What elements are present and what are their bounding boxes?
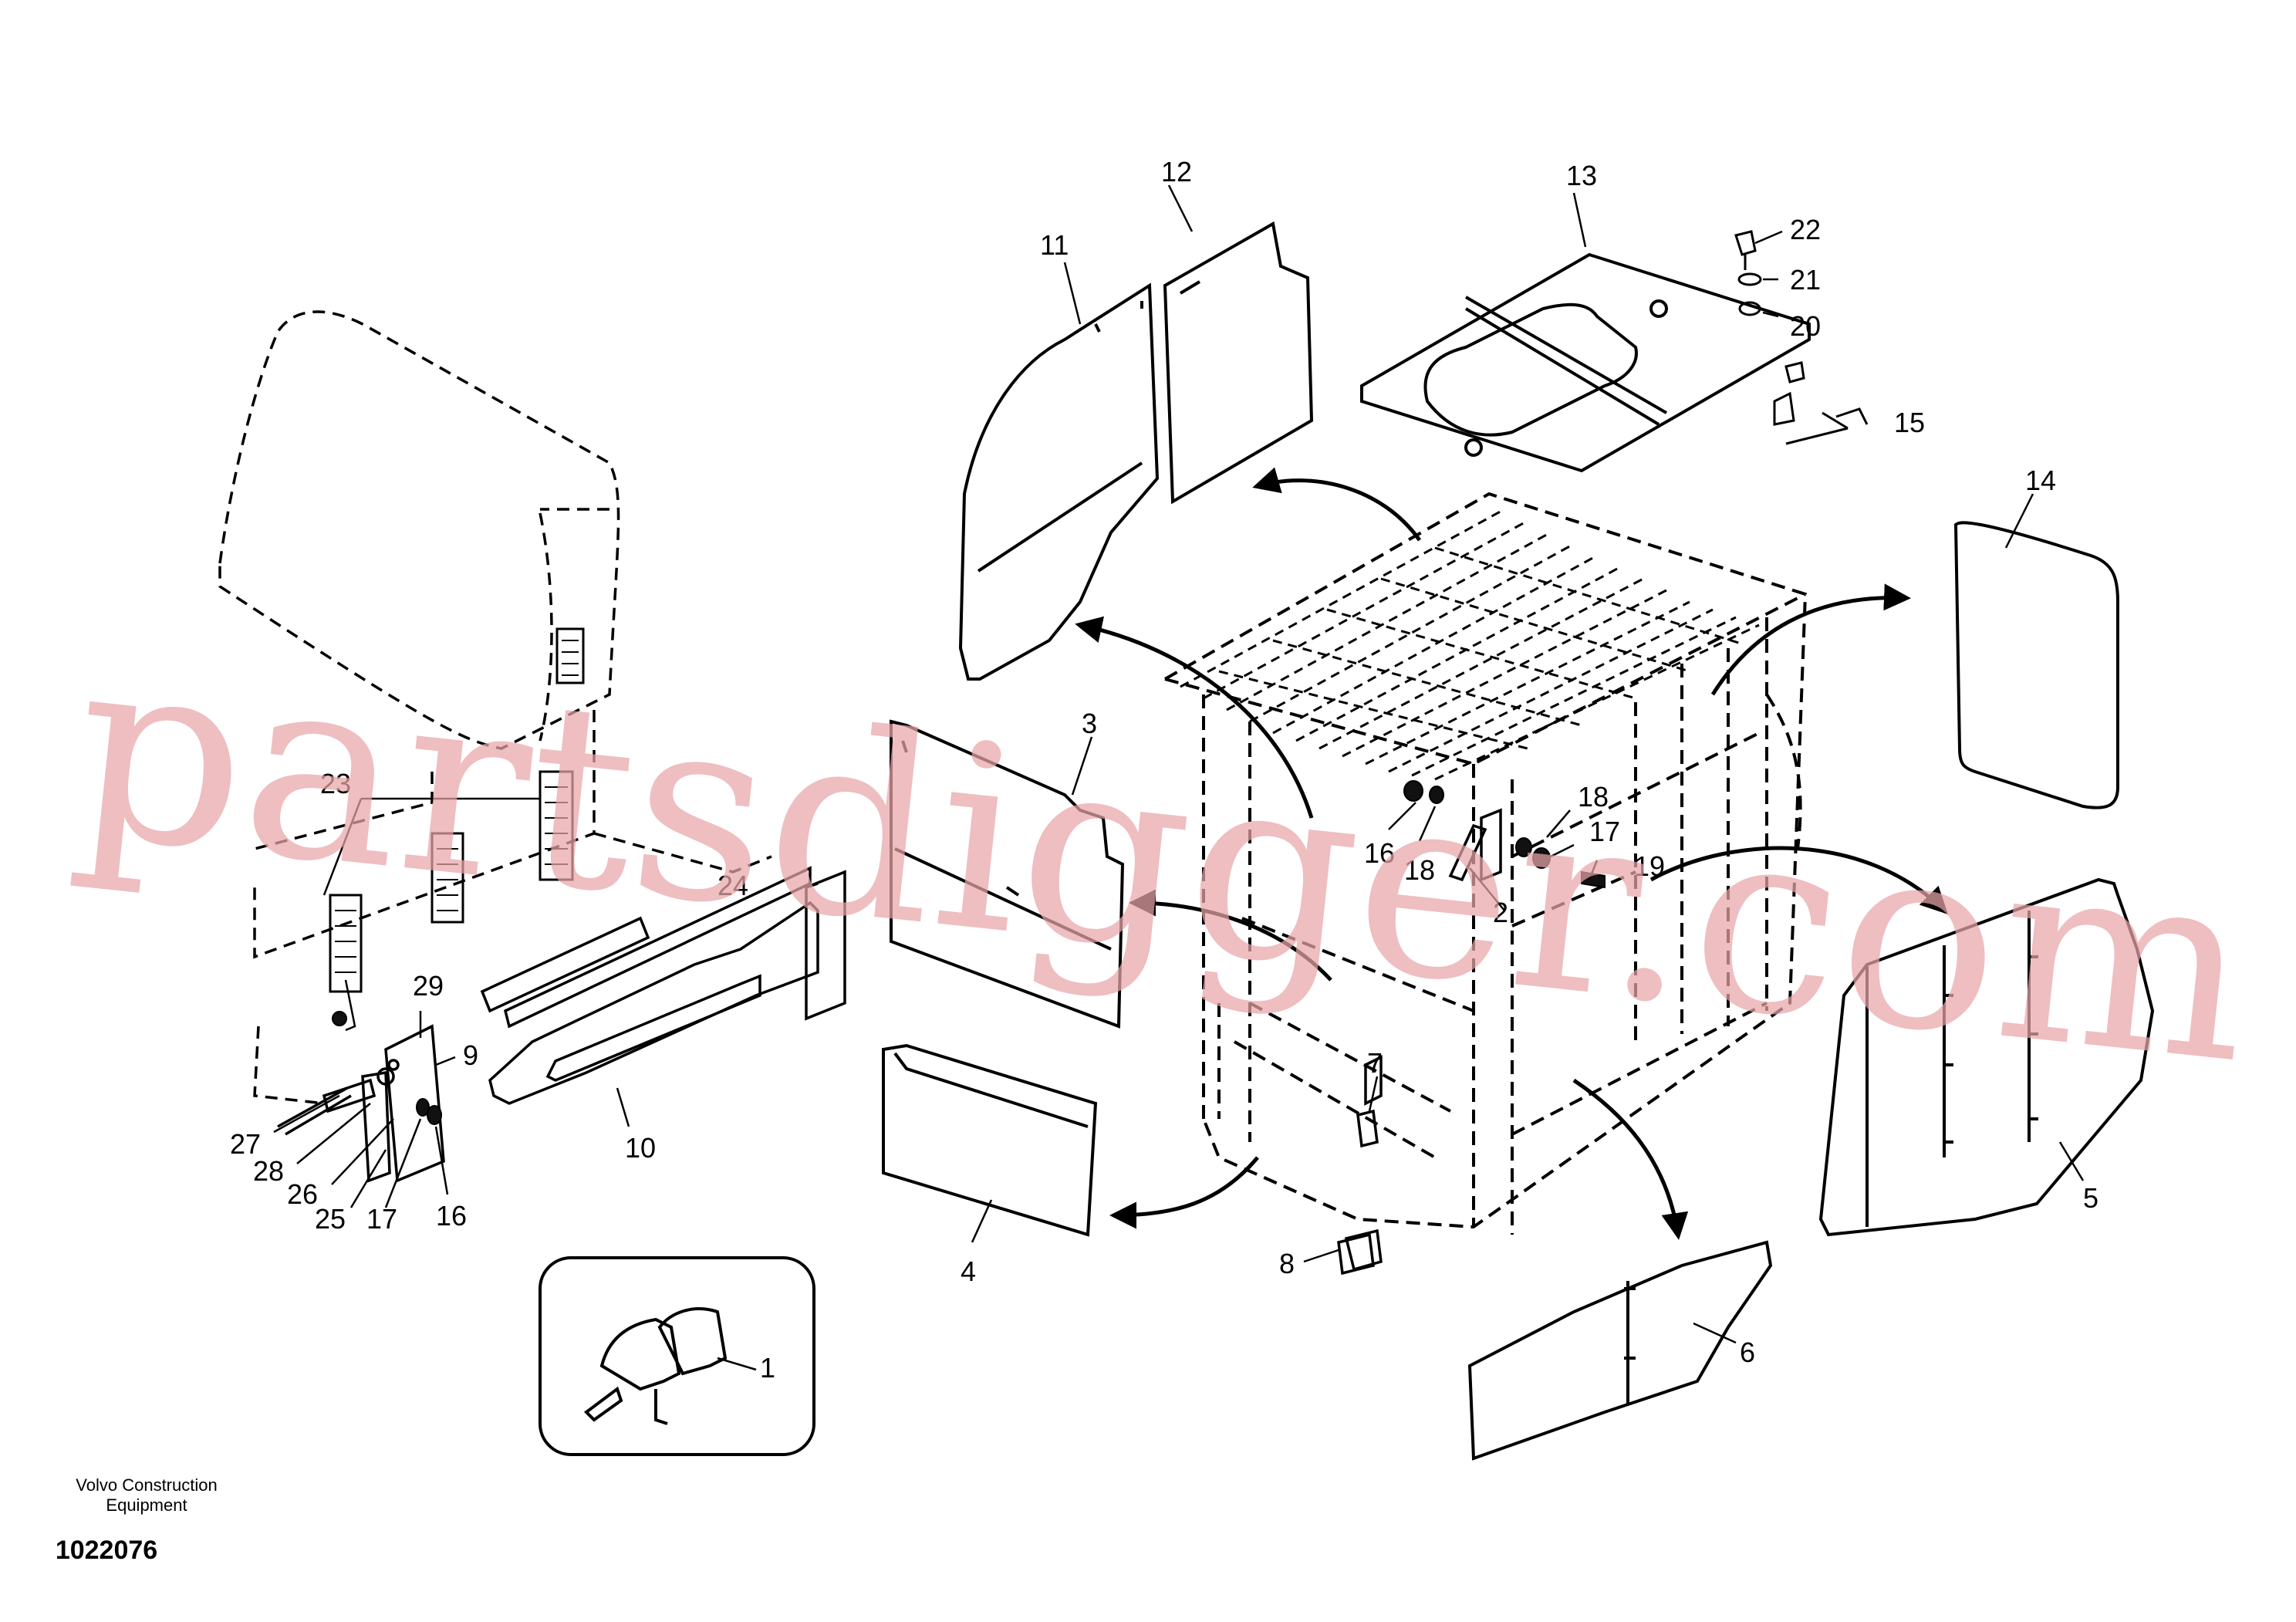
callout-7: 7 [1367, 1047, 1383, 1079]
callout-29: 29 [413, 970, 444, 1002]
dashed-seat-outline [218, 310, 772, 1105]
callout-22: 22 [1790, 214, 1821, 245]
cab-fasteners [1403, 780, 1606, 889]
roof-mesh [1180, 508, 1760, 781]
callout-9: 9 [463, 1039, 478, 1071]
callout-5: 5 [2083, 1182, 2098, 1214]
window-12 [1163, 221, 1314, 505]
key-inset-box [539, 1256, 815, 1456]
callout-8: 8 [1279, 1248, 1295, 1279]
leader-lines [273, 184, 2085, 1371]
callout-11: 11 [1040, 229, 1069, 261]
callout-14: 14 [2025, 465, 2056, 496]
bracket-8 [1337, 1232, 1375, 1276]
callout-19: 19 [1634, 850, 1665, 882]
callout-24: 24 [718, 870, 748, 901]
hatch-hardware-15-20-22 [1734, 230, 1869, 445]
panel-3 [890, 719, 1125, 1029]
company-name-line1: Volvo Construction [76, 1475, 217, 1495]
callout-17a: 17 [1589, 816, 1620, 847]
callout-labels: 11 12 13 22 21 20 15 14 3 18 17 19 16 18… [230, 156, 2098, 1384]
callout-25: 25 [315, 1203, 346, 1235]
callout-15: 15 [1894, 407, 1925, 438]
callout-2: 2 [1493, 897, 1508, 928]
callout-27: 27 [230, 1128, 261, 1160]
callout-3: 3 [1082, 708, 1097, 739]
window-11 [958, 282, 1160, 681]
callout-18a: 18 [1578, 781, 1609, 813]
callout-12: 12 [1161, 156, 1192, 188]
company-name-line2: Equipment [106, 1495, 187, 1515]
vent-grille-blocks [329, 627, 585, 993]
handle-2 [1448, 823, 1487, 882]
callout-1: 1 [760, 1352, 775, 1384]
callout-26: 26 [287, 1178, 318, 1210]
callout-6: 6 [1740, 1336, 1755, 1368]
latch-assembly [277, 1024, 445, 1183]
callout-10: 10 [625, 1132, 656, 1164]
panel-4 [882, 1043, 1098, 1237]
callout-18b: 18 [1404, 854, 1435, 886]
roof-hatch-13 [1360, 252, 1811, 473]
door-panel-6 [1467, 1240, 1773, 1461]
direction-arrows [1075, 467, 1948, 1240]
callout-17b: 17 [366, 1203, 397, 1235]
callout-13: 13 [1566, 160, 1597, 191]
watermark-text: partsdigger.com [62, 597, 2265, 1120]
window-14 [1953, 521, 2119, 809]
callout-20: 20 [1790, 310, 1821, 342]
door-panel-5 [1818, 877, 2155, 1237]
callout-16b: 16 [436, 1200, 467, 1232]
drawing-number: 1022076 [56, 1536, 157, 1565]
callout-21: 21 [1790, 264, 1821, 296]
panel-24-and-plate-10 [480, 866, 846, 1105]
callout-16a: 16 [1364, 837, 1395, 869]
callout-28: 28 [253, 1155, 284, 1187]
fasteners-16-17-29 [332, 1011, 442, 1125]
cab-frame-dashed [1164, 492, 1808, 1235]
footer: Volvo Construction Equipment 1022076 [56, 1475, 218, 1565]
cab-brackets [1344, 808, 1502, 1272]
bracket-7 [1356, 1109, 1379, 1148]
callout-4: 4 [961, 1255, 976, 1287]
callout-23: 23 [320, 768, 351, 799]
